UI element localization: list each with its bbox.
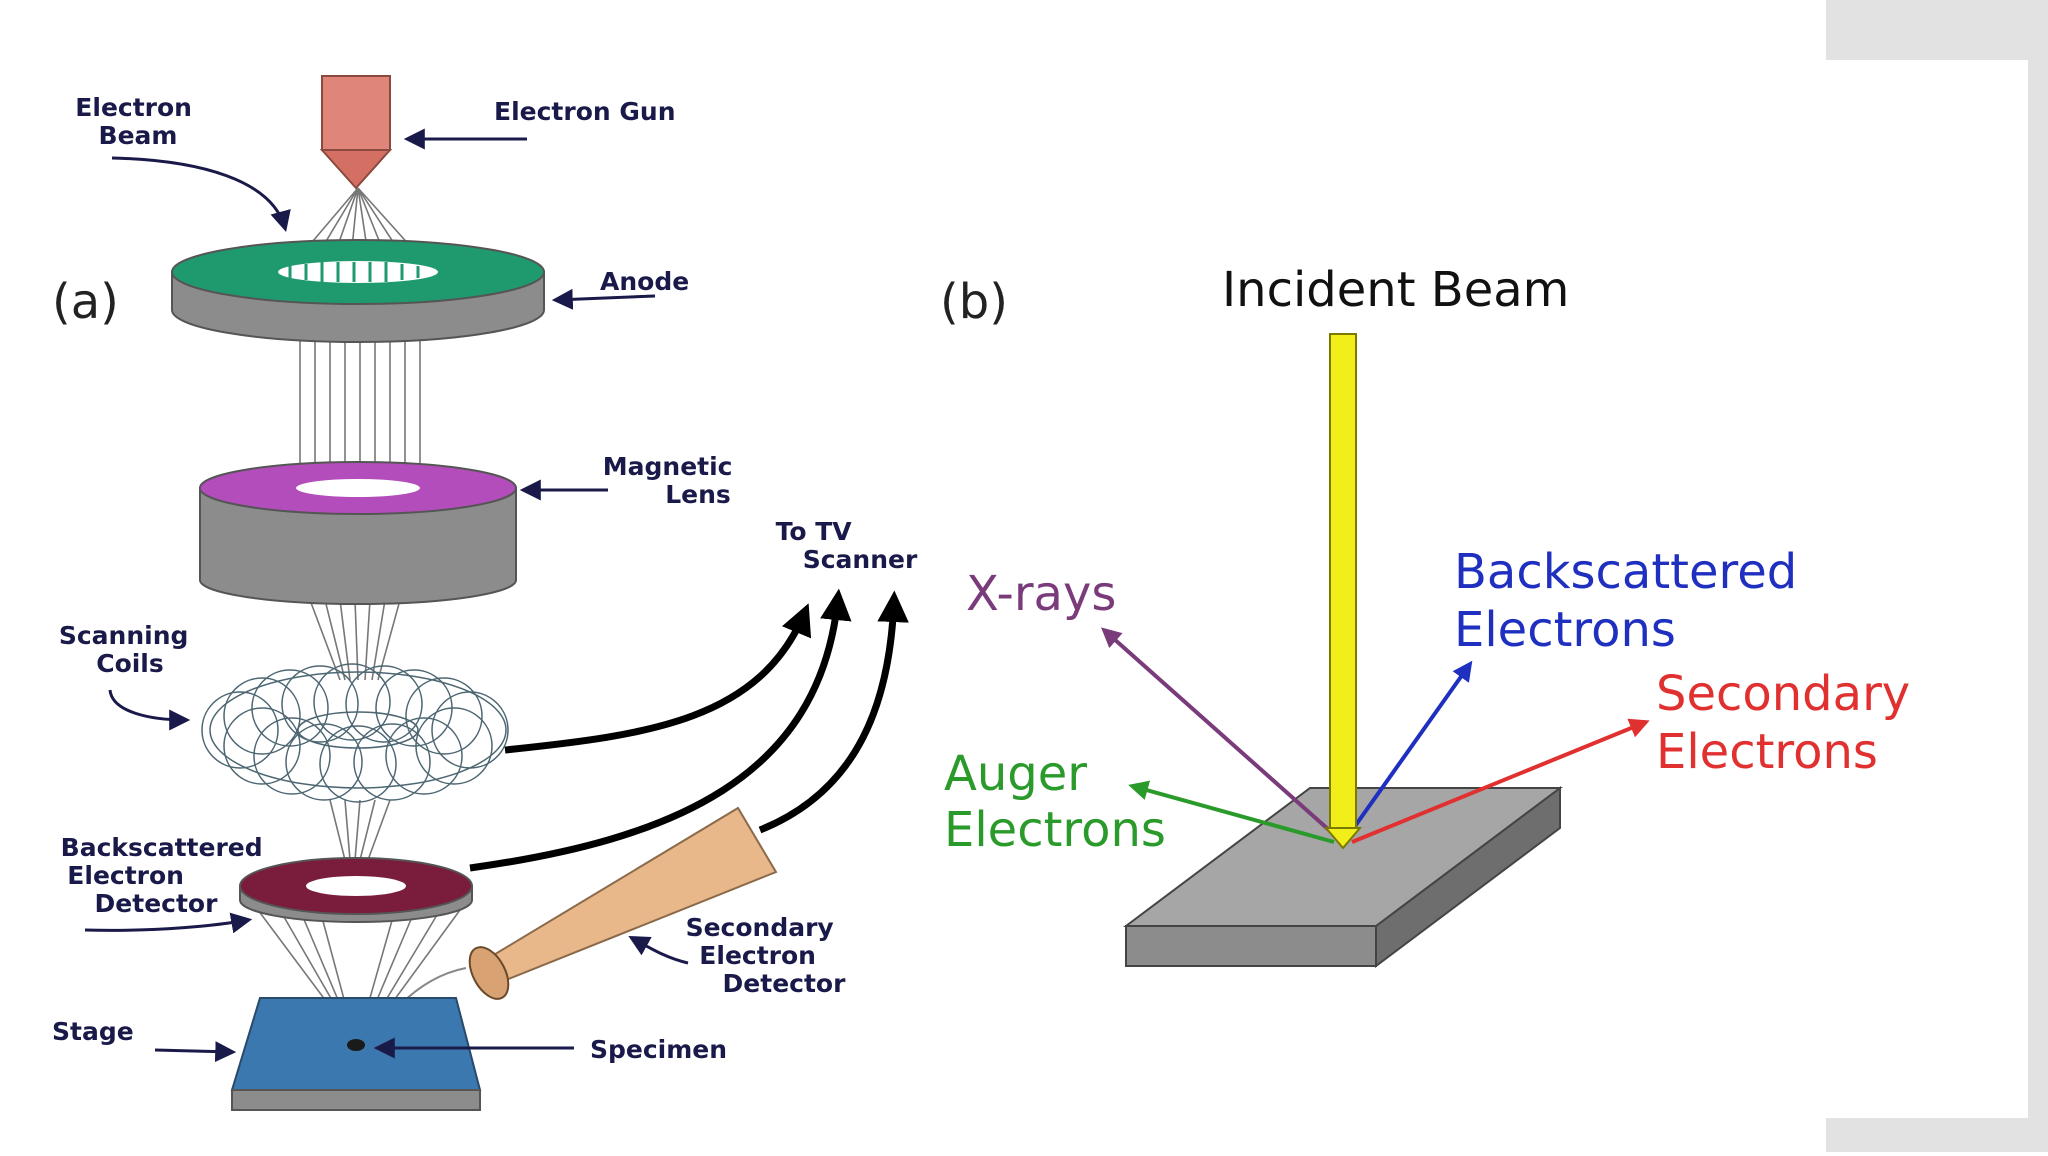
label-stage: Stage xyxy=(52,1017,134,1046)
auger-arrow xyxy=(1128,780,1335,844)
label-electron-gun: Electron Gun xyxy=(494,97,676,126)
panel-b-tag: (b) xyxy=(940,274,1008,330)
label-incident-beam: Incident Beam xyxy=(1222,262,1569,318)
incident-beam xyxy=(1323,333,1363,850)
magnetic-lens xyxy=(199,461,517,605)
label-auger: Auger Electrons xyxy=(944,746,1166,858)
panel-a-tag: (a) xyxy=(52,274,119,330)
backscattered-detector xyxy=(239,857,473,923)
x-rays-arrow xyxy=(1101,627,1340,840)
label-anode: Anode xyxy=(600,267,689,296)
label-specimen: Specimen xyxy=(590,1035,727,1064)
secondary-detector xyxy=(399,806,778,1006)
signal-arrows xyxy=(469,588,909,872)
label-backscattered: Backscattered Electrons xyxy=(1454,544,1812,658)
label-secondary: Secondary Electrons xyxy=(1656,666,1925,780)
electron-gun xyxy=(319,75,393,190)
label-secondary-detector: Secondary Electron Detector xyxy=(686,913,847,998)
specimen xyxy=(347,1039,365,1051)
secondary-arrow xyxy=(1351,718,1650,844)
sample-slab xyxy=(1123,786,1563,968)
label-scanning-coils: Scanning Coils xyxy=(59,621,197,678)
pointer-arrows xyxy=(84,128,689,1063)
label-backscattered-detector: Backscattered Electron Detector xyxy=(61,833,272,918)
stage xyxy=(230,997,482,1111)
label-to-tv-scanner: To TV Scanner xyxy=(776,517,918,574)
label-x-rays: X-rays xyxy=(966,566,1116,622)
label-electron-beam: Electron Beam xyxy=(75,93,200,150)
emission-arrows xyxy=(1101,627,1650,844)
panel-b: (b) Incident Beam X-rays Backscattered E… xyxy=(940,262,1925,968)
anode xyxy=(171,239,545,343)
slide-frame xyxy=(1826,0,2048,1152)
beam-lines xyxy=(257,187,461,1041)
panel-a: (a) Electron Beam Electron Gun Anode Mag… xyxy=(52,75,918,1111)
scanning-coils xyxy=(201,663,509,803)
label-magnetic-lens: Magnetic Lens xyxy=(603,452,741,509)
backscattered-arrow xyxy=(1346,660,1473,838)
